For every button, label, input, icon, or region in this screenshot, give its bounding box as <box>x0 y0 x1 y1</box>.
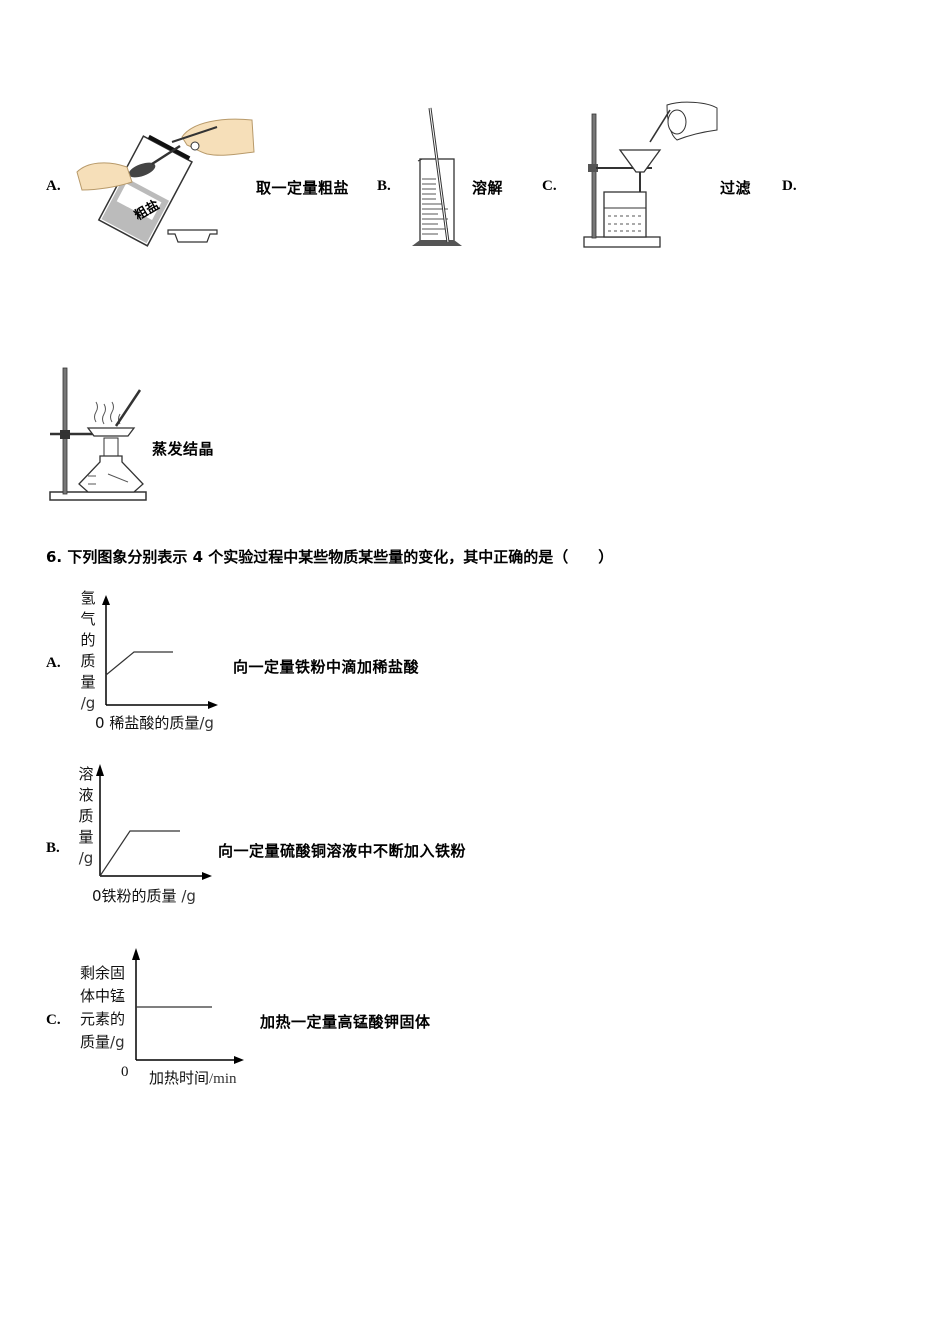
option-c-caption: 过滤 <box>720 179 752 197</box>
q6-option-b-letter: B. <box>46 840 60 856</box>
q6-a-x-axis-label: 0 稀盐酸的质量/g <box>95 714 214 732</box>
option-b-letter: B. <box>377 178 391 194</box>
option-d-letter: D. <box>782 178 797 194</box>
q6-a-y-axis-label: 氢 气 的 质 量 /g <box>80 589 96 712</box>
question-text: 下列图象分别表示 4 个实验过程中某些物质某些量的变化，其中正确的是（ ） <box>67 548 614 566</box>
q6-b-chart <box>96 764 212 880</box>
option-d-caption: 蒸发结晶 <box>152 440 215 458</box>
q6-option-c-letter: C. <box>46 1012 61 1028</box>
option-a-caption: 取一定量粗盐 <box>256 179 350 197</box>
filtration-illustration <box>583 101 718 248</box>
evaporation-illustration <box>49 367 147 501</box>
q6-c-chart <box>132 948 244 1064</box>
option-a-letter: A. <box>46 178 61 194</box>
question-number: 6. <box>46 548 63 566</box>
take-salt-illustration: 粗盐 <box>76 118 255 247</box>
q6-option-b-caption: 向一定量硫酸铜溶液中不断加入铁粉 <box>218 842 467 860</box>
question-6-stem: 6. 下列图象分别表示 4 个实验过程中某些物质某些量的变化，其中正确的是（ ） <box>46 546 613 567</box>
option-b-caption: 溶解 <box>472 179 504 197</box>
dissolve-beaker-illustration <box>412 107 462 246</box>
q6-c-y-axis-label: 剩余固 体中锰 元素的 质量/g <box>80 964 126 1051</box>
q6-option-c-caption: 加热一定量高锰酸钾固体 <box>260 1013 431 1031</box>
q6-c-x-axis-label: 加热时间/min <box>149 1069 237 1087</box>
q6-a-chart <box>102 595 218 709</box>
q6-c-origin: 0 <box>121 1064 129 1080</box>
q6-option-a-caption: 向一定量铁粉中滴加稀盐酸 <box>233 658 420 676</box>
q6-b-y-axis-label: 溶 液 质 量 /g <box>78 765 94 867</box>
option-c-letter: C. <box>542 178 557 194</box>
q6-option-a-letter: A. <box>46 655 61 671</box>
q6-b-x-axis-label: 0铁粉的质量 /g <box>92 887 196 905</box>
